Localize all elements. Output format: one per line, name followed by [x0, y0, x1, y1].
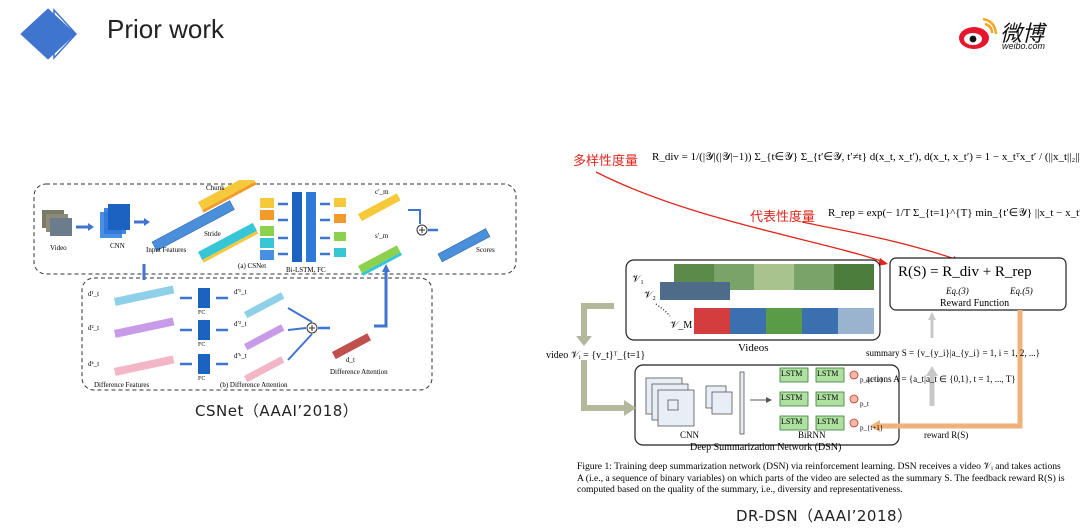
label-dkp: d′ᵏ_t: [234, 352, 247, 360]
scores-bar: [437, 228, 491, 263]
p-t-label: p_t: [860, 400, 869, 408]
label-input-features: Input Features: [146, 246, 187, 254]
lstm-label-1: LSTM: [781, 369, 803, 378]
label-diff-features: Difference Features: [94, 381, 150, 389]
lstm-label-3: LSTM: [781, 393, 803, 402]
birnn-label: BiRNN: [798, 430, 826, 440]
v1-label: 𝒱₁: [632, 274, 644, 285]
lstm-cells: [779, 367, 845, 431]
reward-label: reward R(S): [924, 430, 969, 440]
label-fc2: FC: [198, 342, 206, 348]
weibo-eye-icon: [959, 18, 998, 49]
label-s-prime: s′_m: [375, 232, 389, 240]
label-d2p: d′²_t: [234, 320, 247, 328]
label-fc3: FC: [198, 376, 206, 382]
csnet-figure: Video CNN Input Features Chunk Stride (a…: [30, 173, 520, 395]
label-dt: d_t: [346, 356, 355, 364]
video-frames: [42, 210, 72, 236]
lstm-label-4: LSTM: [817, 393, 839, 402]
label-scores: Scores: [476, 246, 495, 254]
label-d2: d²_t: [88, 324, 100, 332]
page-title: Prior work: [107, 14, 225, 44]
label-video: Video: [50, 244, 67, 252]
input-features-bar: [151, 200, 235, 252]
chunk-blocks: [260, 198, 274, 260]
dsn-cnn-label: CNN: [680, 430, 700, 440]
lstm-label-2: LSTM: [817, 369, 839, 378]
header-logo-icon: [18, 6, 78, 62]
label-d1p: d′¹_t: [234, 288, 247, 296]
dr-dsn-diagram: R(S) = R_div + R_rep Eq.(3) Eq.(5) Rewar…: [540, 160, 1080, 460]
label-chunk: Chunk: [206, 184, 225, 192]
reward-function-label: Reward Function: [940, 298, 1010, 309]
label-c-prime: c′_m: [375, 188, 389, 196]
label-diff-attention: Difference Attention: [330, 368, 388, 376]
lstm-label-6: LSTM: [817, 417, 839, 426]
actions-label: actions A = {a_t|a_t ∈ {0,1}, t = 1, ...…: [866, 374, 1016, 384]
label-b-diff-attention: (b) Difference Attention: [220, 381, 288, 389]
videos-label: Videos: [738, 342, 769, 354]
weibo-logo-text: 微博: [1000, 22, 1045, 47]
weibo-logo: 微博 weibo.com: [958, 14, 1068, 54]
label-dk: dᵏ_t: [88, 360, 100, 368]
summary-label: summary S = {v_{y_i}|a_{y_i} = 1, i = 1,…: [866, 348, 1040, 358]
weibo-logo-sub: weibo.com: [1002, 41, 1046, 51]
csnet-diagram: [33, 173, 517, 391]
dr-dsn-caption: DR-DSN（AAAI’2018）: [736, 507, 913, 525]
label-cnn: CNN: [110, 242, 125, 250]
label-fc1: FC: [198, 310, 206, 316]
csnet-caption: CSNet（AAAI’2018）: [195, 402, 359, 420]
label-csnet: (a) CSNet: [238, 262, 267, 270]
v2-label: 𝒱₂: [644, 290, 656, 301]
cnn-block: [100, 204, 130, 238]
label-bilstm: Bi-LSTM, FC: [286, 266, 326, 274]
p-next-label: p_{t+1}: [860, 424, 884, 432]
label-d1: d¹_t: [88, 290, 100, 298]
figure-caption: Figure 1: Training deep summarization ne…: [577, 461, 1065, 496]
vm-label: 𝒱_M: [670, 320, 693, 331]
r-rep-formula: R_rep = exp(− 1/T Σ_{t=1}^{T} min_{t′∈𝒴}…: [828, 207, 1080, 219]
representativeness-label: 代表性度量: [750, 210, 816, 225]
video-input-label: video 𝒱ᵢ = {v_t}ᵀ_{t=1}: [546, 350, 646, 361]
label-stride: Stride: [204, 230, 221, 238]
video-thumbnails: [660, 264, 874, 334]
r-div-formula: R_div = 1/(|𝒴|(|𝒴|−1)) Σ_{t∈𝒴} Σ_{t′∈𝒴, …: [652, 151, 1080, 163]
eq5-label: Eq.(5): [1010, 286, 1033, 296]
eq3-label: Eq.(3): [946, 286, 969, 296]
reward-eq: R(S) = R_div + R_rep: [898, 264, 1032, 280]
lstm-label-5: LSTM: [781, 417, 803, 426]
diversity-label: 多样性度量: [573, 154, 639, 169]
dsn-label: Deep Summarization Network (DSN): [690, 442, 842, 453]
difference-feature-bars: [114, 285, 175, 376]
p-prev-label: p_{t−1}: [860, 376, 884, 384]
